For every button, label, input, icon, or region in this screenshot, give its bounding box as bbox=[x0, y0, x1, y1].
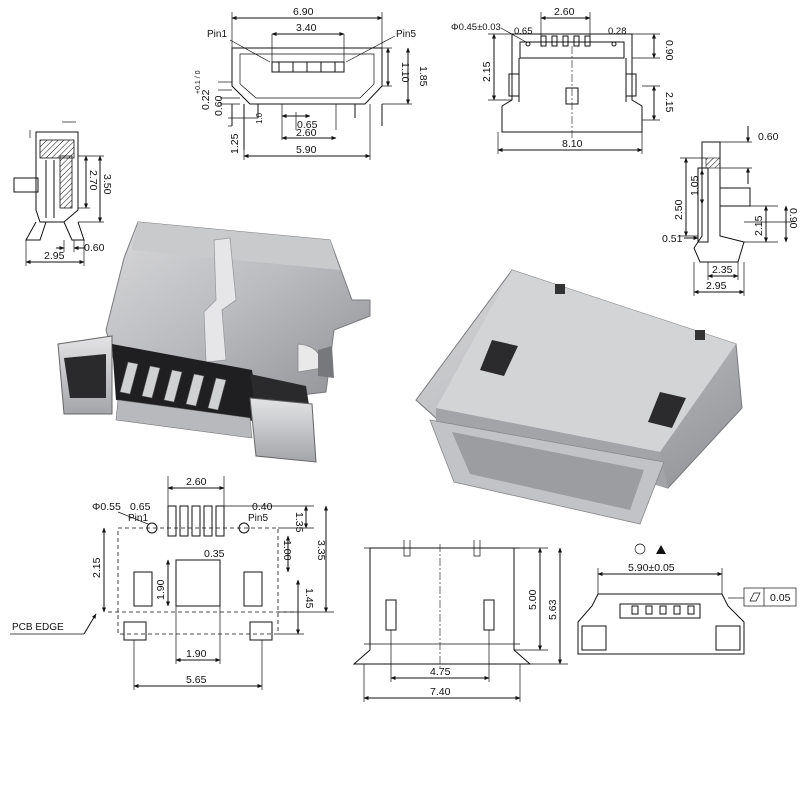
dim-5-63: 5.63 bbox=[547, 599, 559, 620]
dim-1-85: 1.85 bbox=[417, 66, 429, 87]
dim-2-15: 2.15 bbox=[753, 215, 765, 236]
dim-2-50: 2.50 bbox=[673, 199, 685, 220]
dim-1-45: 1.45 bbox=[303, 588, 315, 609]
flatness-frame bbox=[743, 587, 797, 607]
top-right-view: 2.60 Φ0.45±0.03 0.65 0.28 0.90 2.15 2.15… bbox=[451, 6, 675, 154]
pin1-label: Pin1 bbox=[128, 513, 148, 524]
dim-2-95: 2.95 bbox=[706, 280, 727, 292]
dim-0-90: 0.90 bbox=[787, 208, 799, 229]
dim-5-90: 5.90 bbox=[296, 144, 317, 156]
dim-4-75: 4.75 bbox=[430, 666, 451, 678]
roughness-symbol-icon bbox=[634, 543, 646, 555]
bottom-front-view: 5.00 5.63 4.75 7.40 bbox=[352, 540, 568, 702]
dim-3-35: 3.35 bbox=[315, 540, 327, 561]
footprint-view: 2.60 Φ0.55 0.65 0.40 Pin1 Pin5 1.35 3.35… bbox=[10, 476, 334, 690]
triangle-marker-icon bbox=[656, 545, 666, 554]
dim-2-15-left: 2.15 bbox=[481, 61, 493, 82]
dim-3-40: 3.40 bbox=[296, 22, 317, 34]
dim-5-00: 5.00 bbox=[527, 589, 539, 610]
dim-8-10: 8.10 bbox=[562, 138, 583, 150]
dim-0-60: 0.60 bbox=[213, 95, 225, 116]
dim-hole-0-45: Φ0.45±0.03 bbox=[451, 22, 501, 33]
dim-1-90: 1.90 bbox=[186, 648, 207, 660]
dim-7-40: 7.40 bbox=[430, 686, 451, 698]
pin1-label: Pin1 bbox=[207, 29, 227, 40]
dim-1-00: 1.00 bbox=[281, 540, 293, 561]
dim-0-65: 0.65 bbox=[297, 119, 318, 131]
dim-1-35: 1.35 bbox=[293, 512, 305, 533]
pin5-label: Pin5 bbox=[396, 29, 416, 40]
front-top-view: 6.90 3.40 Pin1 Pin5 1.10 1.85 0.22 +0.1 … bbox=[195, 6, 429, 160]
dim-0-35: 0.35 bbox=[204, 548, 225, 560]
dim-1-0-small: 1.0 bbox=[255, 112, 264, 124]
dim-2-60: 2.60 bbox=[296, 127, 317, 139]
dim-2-15: 2.15 bbox=[91, 557, 103, 578]
dim-5-65: 5.65 bbox=[186, 674, 207, 686]
dim-hole-0-55: Φ0.55 bbox=[92, 501, 121, 513]
dim-0-60: 0.60 bbox=[84, 242, 105, 254]
dim-2-15-right: 2.15 bbox=[663, 92, 675, 113]
right-side-view: 0.60 2.50 1.05 2.15 0.90 0.51 2.35 2.95 bbox=[662, 126, 799, 296]
dim-1-10: 1.10 bbox=[399, 62, 411, 83]
dim-1-25: 1.25 bbox=[229, 133, 241, 154]
dim-2-95: 2.95 bbox=[44, 250, 65, 262]
pcb-edge-label: PCB EDGE bbox=[12, 622, 64, 633]
dim-2-70: 2.70 bbox=[87, 170, 99, 191]
dim-0-28: 0.28 bbox=[608, 26, 627, 37]
dim-0-51: 0.51 bbox=[662, 233, 683, 245]
pin5-label: Pin5 bbox=[248, 513, 268, 524]
bottom-right-view: 5.90±0.05 0.05 bbox=[577, 543, 797, 655]
dim-0-60: 0.60 bbox=[758, 131, 779, 143]
dim-5-90-tolerance: 5.90±0.05 bbox=[628, 562, 675, 574]
dim-0-22-tolerance: +0.1 / 0 bbox=[195, 70, 202, 94]
dim-1-05: 1.05 bbox=[689, 175, 701, 196]
dim-0-65: 0.65 bbox=[130, 501, 151, 513]
dim-0-65: 0.65 bbox=[514, 26, 533, 37]
dim-6-90: 6.90 bbox=[293, 6, 314, 18]
dim-0-40: 0.40 bbox=[252, 501, 273, 513]
left-side-view: 2.70 3.50 0.60 2.95 bbox=[13, 121, 113, 266]
dim-0-90: 0.90 bbox=[663, 40, 675, 61]
connector-photo-back bbox=[415, 269, 743, 525]
dim-2-35: 2.35 bbox=[712, 264, 733, 276]
dim-2-60: 2.60 bbox=[186, 476, 207, 488]
dim-0-22: 0.22 bbox=[200, 89, 212, 110]
flatness-value: 0.05 bbox=[770, 592, 791, 604]
connector-photo-front bbox=[57, 221, 371, 463]
dim-2-60: 2.60 bbox=[554, 6, 575, 18]
dim-1-90-vertical: 1.90 bbox=[155, 579, 167, 600]
dim-3-50: 3.50 bbox=[101, 174, 113, 195]
flatness-icon bbox=[749, 592, 761, 602]
